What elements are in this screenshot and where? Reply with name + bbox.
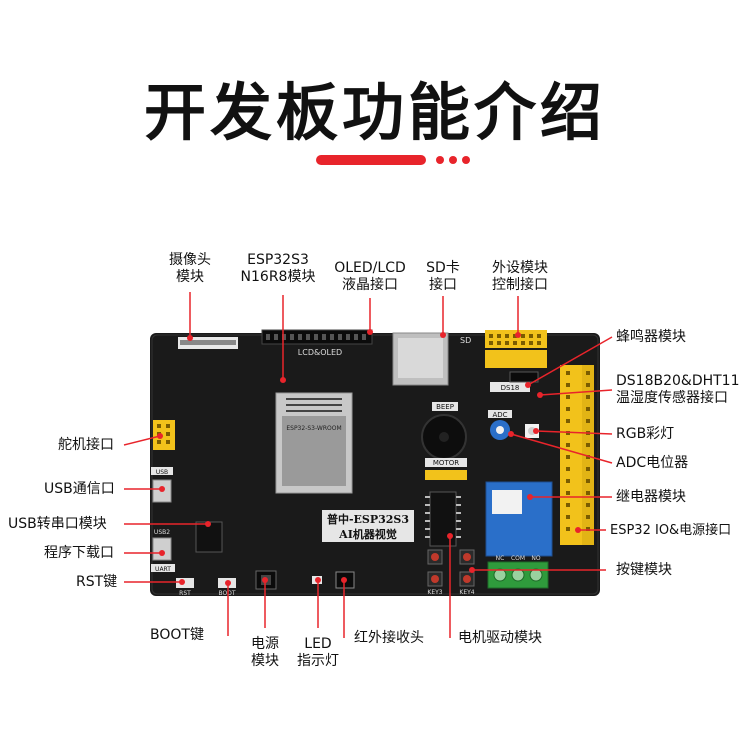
label-ds18: DS18B20&DHT11 温湿度传感器接口 [616,373,740,407]
periph-header [485,330,547,348]
label-boot: BOOT键 [150,627,204,643]
uart-silk: UART [155,566,171,573]
ds18-header [509,371,539,383]
servo-header [153,420,175,450]
usb-silk: USB [156,469,168,476]
lcd-header-pins [266,334,366,340]
label-periph-line1: 外设模块 [492,260,548,276]
title-dot-2 [449,156,457,164]
buzzer-hole [439,432,449,442]
label-buzzer: 蜂鸣器模块 [616,329,686,345]
key-1-cap [431,553,439,561]
label-relay: 继电器模块 [616,489,686,505]
camera-connector-slot [180,340,236,345]
uart-silk-bg [151,564,175,572]
label-oled-line2: 液晶接口 [342,277,398,293]
label-led: LED 指示灯 [292,636,344,670]
esp32-shield [282,416,346,486]
label-esp32: ESP32S3 N16R8模块 [228,252,328,286]
label-ir: 红外接收头 [354,630,424,646]
callout-lines [123,292,613,638]
label-sd-line1: SD卡 [426,260,460,276]
key3-silk: KEY3 [427,589,442,596]
key-2-cap [463,553,471,561]
motor-silk-bg [425,458,467,467]
label-camera: 摄像头 模块 [160,252,220,286]
label-adc: ADC电位器 [616,455,689,471]
periph-header-pins [489,334,541,345]
logo-line1: 普中-ESP32S3 [327,512,409,526]
relay-label [492,490,522,514]
label-io: ESP32 IO&电源接口 [610,523,732,538]
label-camera-line1: 摄像头 [169,252,211,268]
ds18-silk-bg [490,382,530,392]
adc-silk-bg [488,410,512,418]
label-camera-line2: 模块 [176,269,204,285]
label-led-line2: 指示灯 [297,653,339,669]
label-sd: SD卡 接口 [418,260,468,294]
sd-silk: SD [460,336,471,345]
motor-silk: MOTOR [433,459,459,467]
label-esp32-line1: ESP32S3 [247,252,309,268]
title-dot-1 [436,156,444,164]
rst-silk: RST [179,590,191,597]
label-usb-comm: USB通信口 [44,481,115,497]
io-header-left [560,365,582,545]
com-silk: COM [511,555,525,562]
ds18-silk: DS18 [501,384,520,392]
callout-dots [157,329,581,586]
key-3-cap [431,575,439,583]
usb-download-port [152,537,172,561]
label-led-line1: LED [304,636,332,652]
pcb-edge [151,334,599,595]
logo-line2: AI机器视觉 [338,527,397,541]
label-motor: 电机驱动模块 [458,630,542,646]
terminal-screw-2 [511,568,525,582]
usb-silk-bg [151,467,173,475]
rst-button [176,578,194,588]
label-power-line2: 模块 [251,653,279,669]
key4-silk: KEY4 [459,589,474,596]
periph-header-2 [485,350,547,368]
label-ds18-line2: 温湿度传感器接口 [616,390,728,406]
label-power-line1: 电源 [251,636,279,652]
label-periph: 外设模块 控制接口 [484,260,556,294]
label-rgb: RGB彩灯 [616,426,675,442]
label-oled-line1: OLED/LCD [334,260,406,276]
nc-silk: NC [496,555,505,562]
terminal-screw-3 [529,568,543,582]
beep-silk-bg [432,402,458,411]
no-silk: NO [531,555,540,562]
label-esp32-line2: N16R8模块 [240,269,316,285]
label-rst: RST键 [76,574,118,590]
adc-pot-knob [496,426,504,434]
key-4-cap [463,575,471,583]
motor-driver-pins [425,496,461,538]
terminal-screw-1 [493,568,507,582]
boot-silk: BOOT [218,590,235,597]
motor-header [425,470,467,480]
beep-silk: BEEP [436,403,454,411]
page-title: 开发板功能介绍 [143,76,606,149]
label-ds18-line1: DS18B20&DHT11 [616,373,740,389]
usb2-silk: USB2 [154,529,170,536]
adc-silk: ADC [492,411,507,419]
label-power: 电源 模块 [241,636,289,670]
label-servo: 舵机接口 [58,437,114,453]
esp32-antenna [286,398,342,412]
label-download: 程序下载口 [44,545,114,561]
sd-slot-inner [398,338,443,378]
chip-label: ESP32-S3-WROOM [286,425,341,432]
label-periph-line2: 控制接口 [492,277,548,293]
logo-block [322,510,414,542]
label-oled: OLED/LCD 液晶接口 [325,260,415,294]
title-dot-3 [462,156,470,164]
title-underline-bar [316,155,426,165]
label-usb-serial: USB转串口模块 [8,516,107,532]
label-keys: 按键模块 [616,562,672,578]
label-sd-line2: 接口 [429,277,457,293]
lcd-silk: LCD&OLED [298,348,342,357]
